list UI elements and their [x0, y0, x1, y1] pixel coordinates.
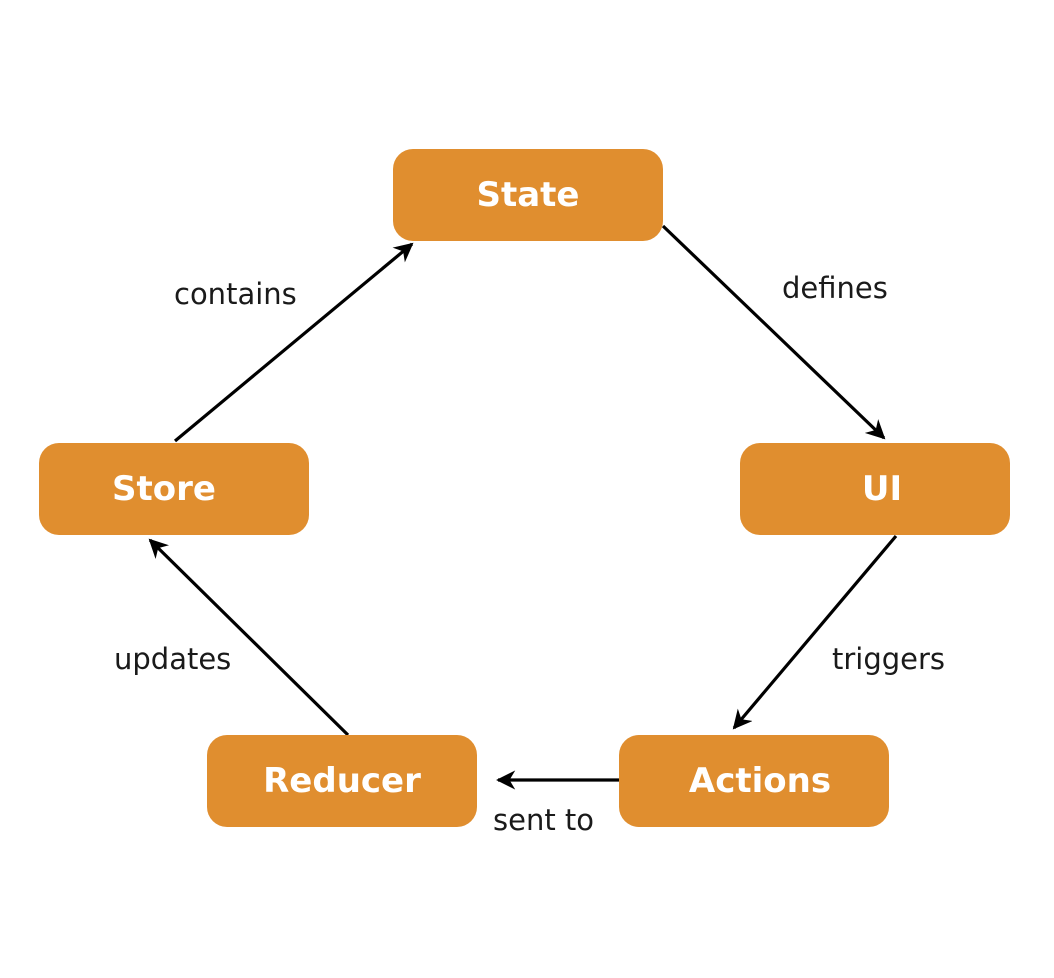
- node-store: Store: [39, 443, 309, 535]
- node-state-label: State: [476, 175, 580, 215]
- node-reducer-label: Reducer: [263, 761, 421, 801]
- edge-label-defines: defines: [782, 271, 888, 305]
- node-reducer: Reducer: [207, 735, 477, 827]
- edge-state-to-ui: [661, 224, 886, 440]
- node-actions: Actions: [619, 735, 889, 827]
- node-ui-label: UI: [861, 469, 903, 509]
- edge-label-contains: contains: [174, 277, 297, 311]
- node-ui: UI: [740, 443, 1010, 535]
- edge-ui-to-actions: [732, 534, 898, 730]
- edge-label-triggers: triggers: [832, 642, 946, 676]
- edge-label-updates: updates: [114, 642, 232, 676]
- edge-store-to-state: [173, 242, 414, 443]
- edge-label-sent-to: sent to: [493, 803, 595, 837]
- node-store-label: Store: [112, 469, 216, 509]
- edge-reducer-to-store: [148, 538, 350, 737]
- node-state: State: [393, 149, 663, 241]
- node-actions-label: Actions: [688, 761, 832, 801]
